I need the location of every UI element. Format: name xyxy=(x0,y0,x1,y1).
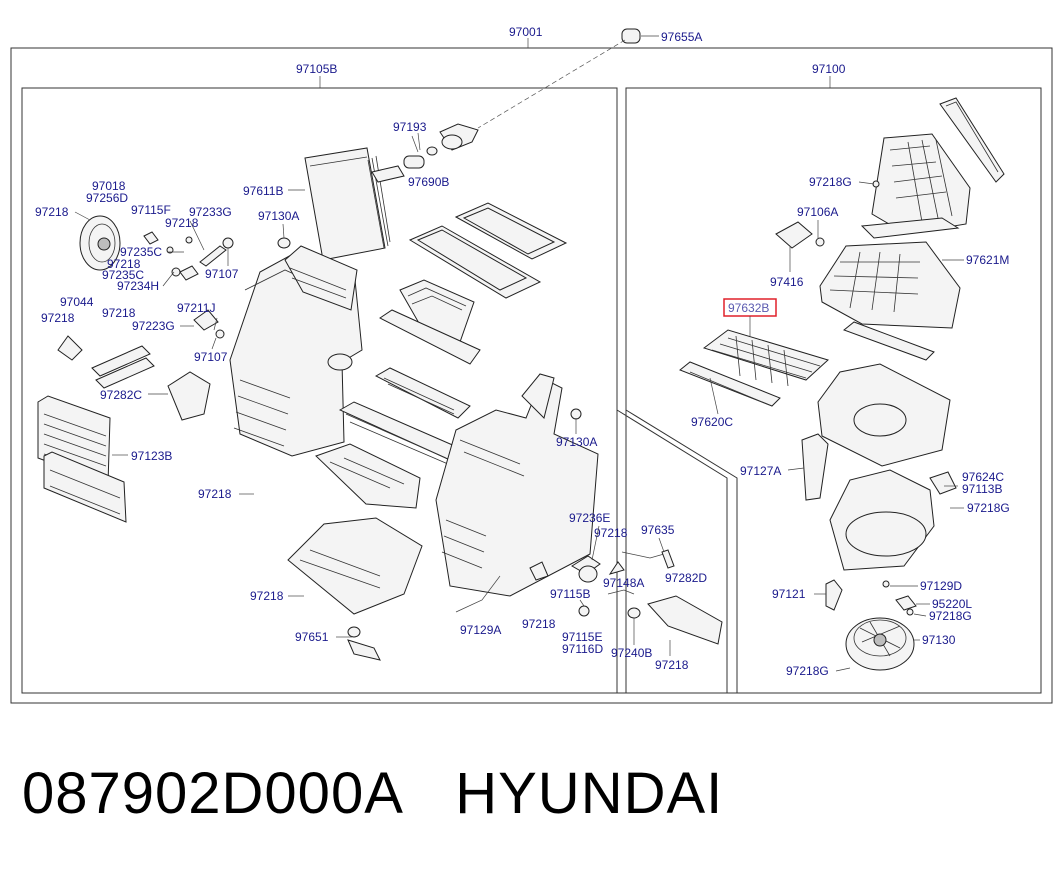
callout-97018: 97018 xyxy=(92,179,126,193)
right-group-parts xyxy=(679,97,1005,671)
callout-97115e: 97115E xyxy=(562,630,602,644)
left-leaders xyxy=(74,132,671,656)
callout-97651: 97651 xyxy=(295,630,329,644)
callout-97218-i: 97218 xyxy=(522,617,556,631)
callout-97129d: 97129D xyxy=(920,579,962,593)
callout-97218-g: 97218 xyxy=(594,526,628,540)
callout-97130a-top: 97130A xyxy=(258,209,299,223)
callout-97282c: 97282C xyxy=(100,388,142,402)
callout-97193: 97193 xyxy=(393,120,427,134)
callout-97218-j: 97218 xyxy=(655,658,689,672)
left-group-parts xyxy=(37,28,723,661)
callout-97690b: 97690B xyxy=(408,175,449,189)
callout-97113b: 97113B xyxy=(962,482,1002,496)
callout-97218-e: 97218 xyxy=(102,306,136,320)
callout-97621m: 97621M xyxy=(966,253,1009,267)
caption: 087902D000A HYUNDAI xyxy=(22,760,723,827)
callout-97218g-c: 97218G xyxy=(929,609,972,623)
callout-97256d: 97256D xyxy=(86,191,128,205)
callout-97223g: 97223G xyxy=(132,319,175,333)
callout-97116d: 97116D xyxy=(562,642,603,656)
callout-97240b: 97240B xyxy=(611,646,652,660)
callout-97233g: 97233G xyxy=(189,205,232,219)
callout-97148a: 97148A xyxy=(603,576,644,590)
callout-97115f: 97115F xyxy=(131,203,171,217)
callout-97211j: 97211J xyxy=(177,301,215,315)
left-group-frame xyxy=(21,87,618,694)
right-leaders xyxy=(709,181,964,672)
right-group-frame xyxy=(625,87,1042,694)
left-frame-notch xyxy=(616,409,728,694)
callout-97123b: 97123B xyxy=(131,449,172,463)
callout-97282d: 97282D xyxy=(665,571,707,585)
brand-name: HYUNDAI xyxy=(455,761,724,826)
right-frame-notch xyxy=(625,409,738,693)
left-group-label: 97105B xyxy=(296,62,337,76)
callout-97218g-b: 97218G xyxy=(967,501,1010,515)
callout-97218-a: 97218 xyxy=(35,205,69,219)
callout-97130a-bottom: 97130A xyxy=(556,435,597,449)
part-number: 087902D000A xyxy=(22,761,404,826)
callout-97106a: 97106A xyxy=(797,205,838,219)
assembly-frame xyxy=(10,47,1053,704)
assembly-label: 97001 xyxy=(509,25,543,39)
callout-97632b: 97632B xyxy=(728,301,769,315)
callout-97236e: 97236E xyxy=(569,511,610,525)
callout-97234h: 97234H xyxy=(117,279,159,293)
callout-97620c: 97620C xyxy=(691,415,733,429)
callout-97130: 97130 xyxy=(922,633,956,647)
callout-97218-h: 97218 xyxy=(250,589,284,603)
callout-97127a: 97127A xyxy=(740,464,781,478)
callout-97218-c: 97218 xyxy=(107,257,141,271)
right-group-labels: 97218G 97106A 97621M 97416 97632B 97620C… xyxy=(691,175,1010,678)
callout-97635: 97635 xyxy=(641,523,675,537)
left-group-labels: 97193 97690B 97611B 97130A 97018 97256D … xyxy=(35,120,707,672)
callout-97218-b: 97218 xyxy=(165,216,199,230)
callout-97624c: 97624C xyxy=(962,470,1004,484)
callout-97044: 97044 xyxy=(60,295,94,309)
callout-97235c-b: 97235C xyxy=(102,268,144,282)
callout-97218-d: 97218 xyxy=(41,311,75,325)
callout-95220l: 95220L xyxy=(932,597,972,611)
top-part-label: 97655A xyxy=(661,30,702,44)
callout-97121: 97121 xyxy=(772,587,806,601)
callout-97611b: 97611B xyxy=(243,184,283,198)
callout-97115b: 97115B xyxy=(550,587,590,601)
callout-97107-a: 97107 xyxy=(205,267,239,281)
callout-97129a: 97129A xyxy=(460,623,501,637)
callout-97218g-d: 97218G xyxy=(786,664,829,678)
callout-97107-b: 97107 xyxy=(194,350,228,364)
callout-97235c-a: 97235C xyxy=(120,245,162,259)
callout-97218g-a: 97218G xyxy=(809,175,852,189)
callout-97416: 97416 xyxy=(770,275,804,289)
right-group-label: 97100 xyxy=(812,62,846,76)
parts-diagram: 97001 97105B 97100 97655A xyxy=(10,25,1053,704)
callout-97218-f: 97218 xyxy=(198,487,232,501)
